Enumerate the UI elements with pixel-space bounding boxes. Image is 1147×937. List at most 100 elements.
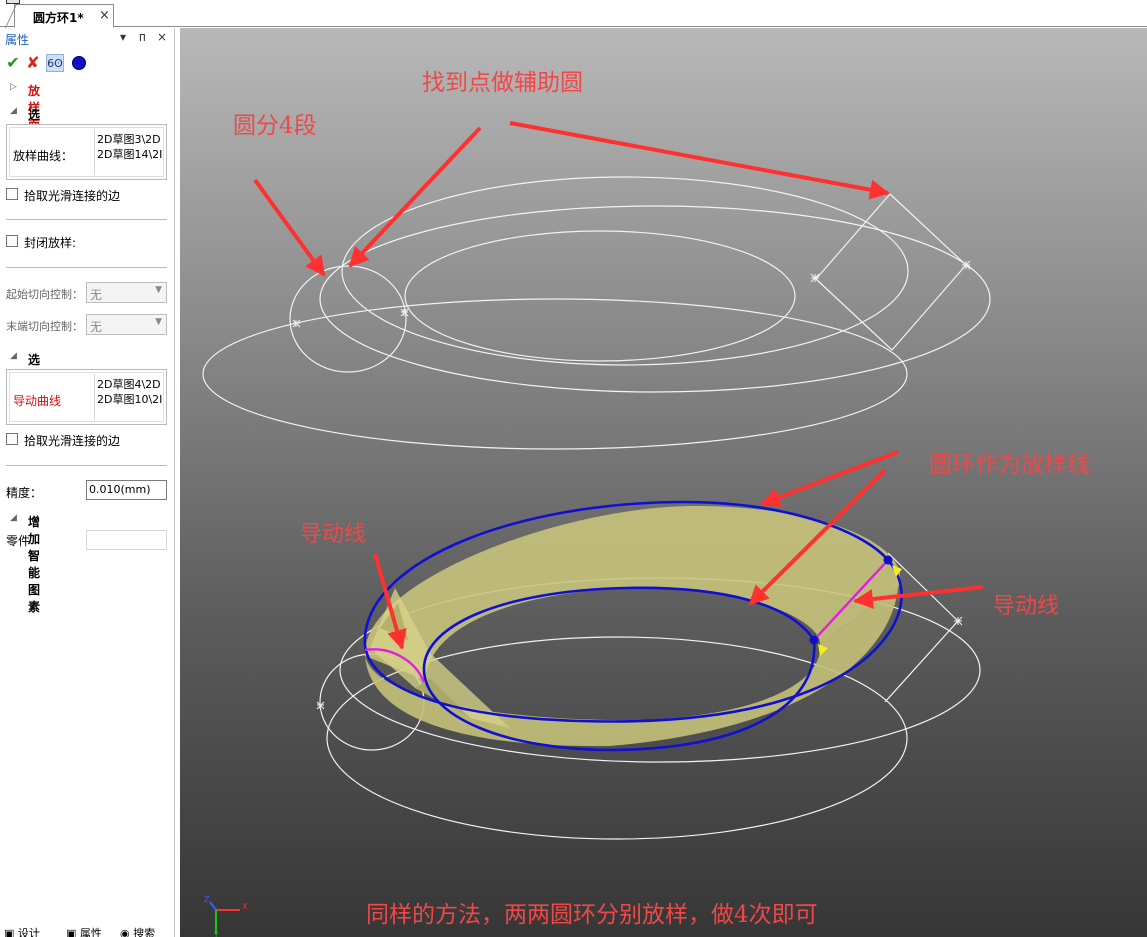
close-icon[interactable]: × <box>157 30 168 44</box>
point-marker <box>953 616 963 626</box>
divider <box>6 267 167 268</box>
start-tangent-label: 起始切向控制： <box>6 288 83 301</box>
z-axis-label: Z <box>204 895 210 904</box>
loft-curve-inner <box>422 586 816 752</box>
loft-curves-label: 放样曲线： <box>13 149 74 163</box>
wire-segment <box>889 193 967 266</box>
panel-title: 属性 <box>5 33 30 47</box>
guide-curves-list[interactable]: 2D草图4\2D 2D草图10\2I <box>94 374 164 420</box>
end-tangent-select[interactable]: 无 ▼ <box>86 314 167 335</box>
annotation-circle-split: 圆分4段 <box>233 113 317 139</box>
wire-segment <box>815 193 891 280</box>
wire-ring-outer-front <box>341 176 909 366</box>
guide-endpoint <box>883 555 893 565</box>
panel-header: 属性 ▾ ᴨ × <box>0 28 175 48</box>
wire-aux-circle <box>289 265 407 373</box>
guide-curve-left <box>364 648 426 683</box>
bottom-model <box>316 500 981 840</box>
tab-document[interactable]: 圆方环1* × <box>5 4 114 28</box>
tab-close-icon[interactable]: × <box>99 8 110 23</box>
loft-surface-back <box>364 506 901 680</box>
arrow-ring-outer <box>760 450 899 507</box>
guide-curves-label: 导动曲线 <box>13 394 62 408</box>
x-axis-label: X <box>242 902 248 911</box>
loft-curves-list[interactable]: 2D草图3\2D 2D草图14\2I <box>94 129 164 175</box>
checkbox-box[interactable] <box>6 235 18 247</box>
annotation-arrows <box>253 121 984 650</box>
loft-curves-selector[interactable]: 放样曲线： 2D草图3\2D 2D草图14\2I <box>6 124 167 180</box>
z-axis-line <box>209 901 217 911</box>
checkbox-box[interactable] <box>6 188 18 200</box>
axis-triad-icon: X Z Y <box>204 895 248 937</box>
part-label: 零件 <box>6 534 31 548</box>
point-marker <box>292 319 301 328</box>
tab-design[interactable]: ▣ 设计 <box>4 925 40 937</box>
wire-points <box>292 260 971 328</box>
selected-loft-curves <box>363 500 903 752</box>
arrow-circle-split-2 <box>348 126 482 268</box>
wire-segment <box>887 552 959 622</box>
annotation-guide-right: 导动线 <box>993 594 1060 619</box>
start-tangent-row: 起始切向控制： 无 ▼ <box>6 282 167 304</box>
point-marker <box>400 308 409 317</box>
y-axis-label: Y <box>213 931 219 937</box>
tab-properties-label: 属性 <box>79 927 102 937</box>
checkbox-box[interactable] <box>6 433 18 445</box>
list-item[interactable]: 2D草图14\2I <box>97 148 163 161</box>
arrow-guide-left <box>373 553 407 650</box>
precision-row: 精度： 0.010(mm) <box>6 480 167 502</box>
wire-ring-lower <box>202 298 908 450</box>
precision-input[interactable]: 0.010(mm) <box>86 480 167 500</box>
wire-segment <box>884 620 959 703</box>
top-wireframe <box>202 176 991 450</box>
point-marker <box>316 701 325 710</box>
tab-document-label: 圆方环1* <box>33 11 84 25</box>
loft-surface-facet <box>370 588 510 728</box>
guide-curve-right <box>813 559 889 641</box>
list-item[interactable]: 2D草图10\2I <box>97 393 163 406</box>
direction-arrow-icon <box>892 565 902 577</box>
tab-search-label: 搜索 <box>133 927 156 937</box>
guide-curves <box>364 559 889 683</box>
arrow-guide-right <box>853 585 984 609</box>
selector-frame <box>9 127 164 177</box>
color-swatch-icon <box>72 56 86 70</box>
property-panel: 属性 ▾ ᴨ × ✔ ✘ 6ʘ ▷ 放样面 ◢ 选择操作 放样曲线： 2D草图3… <box>0 28 175 937</box>
tab-edge <box>5 5 28 28</box>
list-item[interactable]: 2D草图4\2D <box>97 378 161 391</box>
confirm-button[interactable]: ✔ <box>6 53 20 72</box>
tab-properties[interactable]: ▣ 属性 <box>66 925 102 937</box>
list-item[interactable]: 2D草图3\2D <box>97 133 161 146</box>
divider <box>6 465 167 466</box>
loft-curve-outer <box>363 500 903 723</box>
guide-curves-selector[interactable]: 导动曲线 2D草图4\2D 2D草图10\2I <box>6 369 167 425</box>
part-input[interactable] <box>86 530 167 550</box>
wire-segment <box>891 264 967 351</box>
wire-ring-inner <box>404 230 796 362</box>
start-tangent-select[interactable]: 无 ▼ <box>86 282 167 303</box>
document-tab-strip: 圆方环1* × <box>0 0 1147 28</box>
checkbox-label: 封闭放样: <box>24 236 77 250</box>
section-smart-elements-label: 增加智能图素 <box>28 515 41 614</box>
select-value: 无 <box>90 288 103 302</box>
guide-endpoint <box>809 635 819 645</box>
loft-surface-front <box>365 588 898 747</box>
collapse-arrow-icon: ◢ <box>10 351 17 361</box>
collapse-arrow-icon: ◢ <box>10 106 17 116</box>
scene-canvas[interactable] <box>180 28 1147 937</box>
annotation-bottom-note: 同样的方法，两两圆环分别放样，做4次即可 <box>366 902 818 928</box>
3d-viewport[interactable]: 找到点做辅助圆 圆分4段 圆环作为放样线 导动线 导动线 同样的方法，两两圆环分… <box>180 28 1147 937</box>
preview-button[interactable]: 6ʘ <box>46 54 64 72</box>
arrow-find-point <box>509 121 890 200</box>
cancel-button[interactable]: ✘ <box>26 53 40 72</box>
app-icon <box>6 0 20 4</box>
expand-arrow-icon: ▷ <box>10 82 17 92</box>
chevron-down-icon[interactable]: ▾ <box>120 30 127 44</box>
pin-icon[interactable]: ᴨ <box>139 30 146 44</box>
collapse-arrow-icon: ◢ <box>10 513 17 523</box>
color-button[interactable] <box>70 54 88 72</box>
precision-label: 精度： <box>6 486 43 500</box>
point-marker <box>810 273 820 283</box>
tab-search[interactable]: ◉ 搜索 <box>120 925 155 937</box>
select-value: 无 <box>90 320 103 334</box>
